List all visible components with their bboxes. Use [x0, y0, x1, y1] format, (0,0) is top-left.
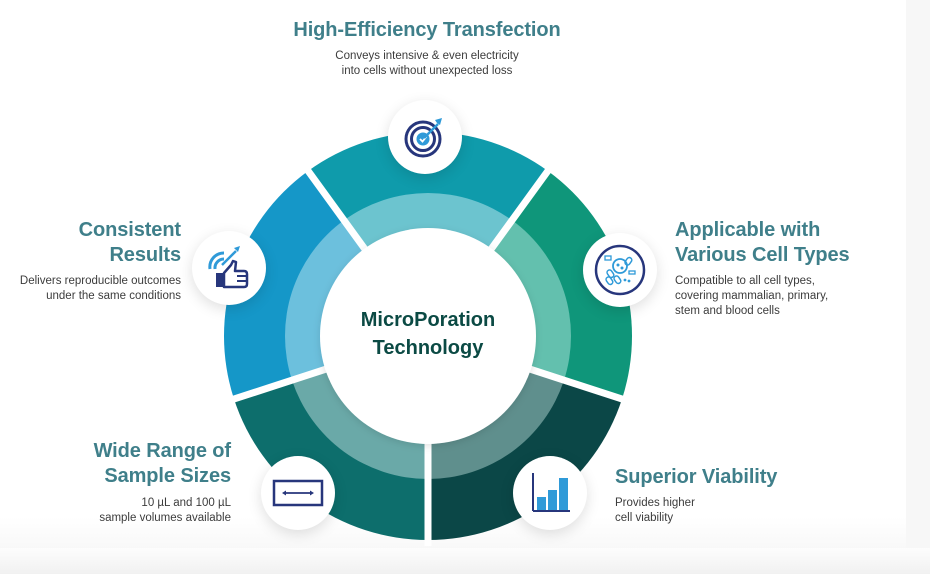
sample-sizes-desc-line1: 10 µL and 100 µL: [141, 497, 231, 509]
consistent-title-line2: Results: [109, 244, 181, 266]
consistent-title-line1: Consistent: [78, 219, 181, 241]
high-efficiency-desc-line2: into cells without unexpected loss: [341, 65, 513, 77]
viability-title: Superior Viability: [615, 466, 778, 488]
bar-chart-icon: [532, 473, 570, 512]
viability-desc-line1: Provides higher: [615, 497, 695, 509]
center-title-line1: MicroPoration: [360, 309, 496, 331]
applicable-desc-line2: covering mammalian, primary,: [675, 290, 829, 302]
sample-sizes-icon-badge: [261, 456, 335, 530]
high-efficiency-icon-badge: [388, 100, 462, 174]
high-efficiency-desc-line1: Conveys intensive & even electricity: [335, 50, 519, 62]
viability-desc-line2: cell viability: [615, 512, 674, 524]
sample-sizes-title-line2: Sample Sizes: [104, 465, 231, 487]
right-edge-strip: [906, 0, 930, 574]
center-circle: [320, 228, 536, 444]
cells-microscope-icon: [594, 244, 646, 296]
viability-desc: Provides higher cell viability: [615, 496, 815, 526]
high-efficiency-title: High-Efficiency Transfection: [293, 19, 561, 41]
high-efficiency-desc: Conveys intensive & even electricity int…: [280, 49, 574, 79]
consistent-desc: Delivers reproducible outcomes under the…: [0, 274, 181, 304]
center-title-line2: Technology: [372, 337, 484, 359]
range-arrows-icon: [272, 479, 324, 507]
consistent-icon-badge: [192, 231, 266, 305]
applicable-title-line2: Various Cell Types: [675, 244, 850, 266]
consistent-title: Consistent Results: [20, 218, 181, 268]
consistent-desc-line2: under the same conditions: [46, 290, 181, 302]
applicable-icon-badge: [583, 233, 657, 307]
target-thumbs-up-icon: [208, 246, 249, 289]
viability-icon-badge: [513, 456, 587, 530]
sample-sizes-desc: 10 µL and 100 µL sample volumes availabl…: [40, 496, 231, 526]
applicable-desc-line1: Compatible to all cell types,: [675, 275, 815, 287]
consistent-desc-line1: Delivers reproducible outcomes: [19, 275, 181, 287]
target-check-icon: [404, 118, 442, 158]
sample-sizes-title: Wide Range of Sample Sizes: [40, 439, 232, 489]
sample-sizes-desc-line2: sample volumes available: [99, 512, 231, 524]
bottom-edge-strip: [0, 548, 930, 574]
applicable-desc-line3: stem and blood cells: [675, 305, 780, 317]
applicable-title-line1: Applicable with: [675, 219, 821, 241]
applicable-title: Applicable with Various Cell Types: [675, 218, 905, 268]
sample-sizes-title-line1: Wide Range of: [93, 440, 232, 462]
applicable-desc: Compatible to all cell types, covering m…: [675, 274, 895, 319]
center-title: MicroPoration Technology: [323, 306, 533, 362]
